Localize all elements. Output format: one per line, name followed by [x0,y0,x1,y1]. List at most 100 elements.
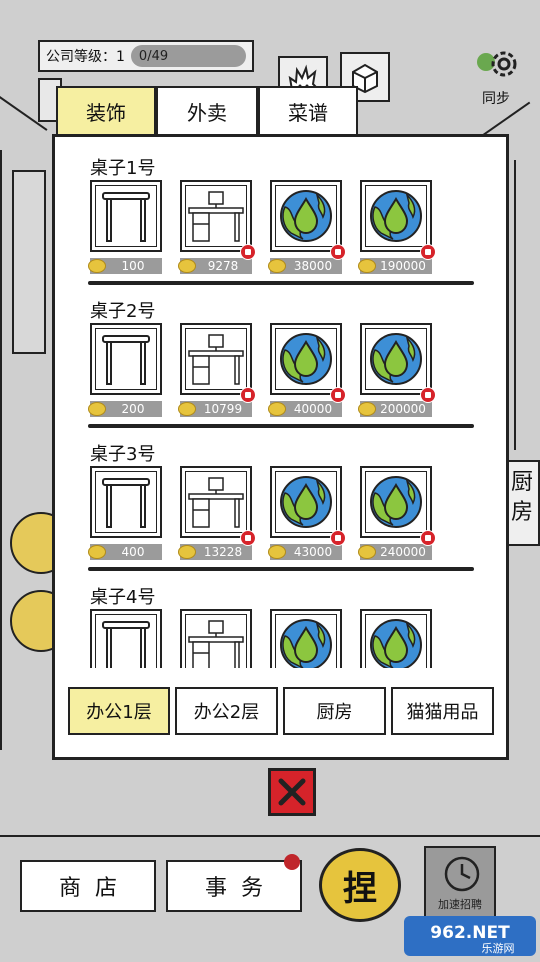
shop-item-card[interactable] [270,180,342,252]
item-list[interactable]: 桌子1号 100 9278 38000 190000 桌子2号 200 10799 40000 2… [66,138,482,668]
close-icon [278,778,306,806]
tab-recipes[interactable]: 菜谱 [258,86,358,136]
lock-icon [240,530,256,546]
item-price: 10799 [180,401,252,417]
shop-item-card[interactable] [90,180,162,252]
item-price: 200000 [360,401,432,417]
item-price: 190000 [360,258,432,274]
shop-item-card[interactable] [180,323,252,395]
coin-icon [268,402,286,416]
svg-text:乐游网: 乐游网 [482,942,515,955]
lock-icon [240,387,256,403]
tab-decoration[interactable]: 装饰 [56,86,156,136]
speed-recruit-label: 加速招聘 [438,898,482,911]
item-price: 400 [90,544,162,560]
shop-item-card[interactable] [180,609,252,668]
close-button[interactable] [268,768,316,816]
lock-icon [420,244,436,260]
globe-droplet-icon [365,471,427,533]
notification-dot [284,854,300,870]
row-title: 桌子3号 [90,444,156,465]
shop-item-card[interactable] [180,180,252,252]
coin-icon [178,259,196,273]
coin-icon [358,545,376,559]
globe-droplet-icon [275,328,337,390]
row-divider [88,567,474,571]
coin-icon [88,545,106,559]
shop-item-card[interactable] [270,609,342,668]
settings-sync-button[interactable]: 同步 [466,48,526,108]
row-divider [88,281,474,285]
shop-item-card[interactable] [180,466,252,538]
floor-tab-kitchen[interactable]: 厨房 [283,687,386,735]
item-price: 240000 [360,544,432,560]
globe-droplet-icon [365,614,427,668]
scene-line [0,150,2,750]
shop-item-card[interactable] [360,323,432,395]
coin-icon [268,545,286,559]
lock-icon [330,387,346,403]
kitchen-sign: 厨房 [504,460,540,546]
item-price: 9278 [180,258,252,274]
shop-item-card[interactable] [270,466,342,538]
lock-icon [330,530,346,546]
affairs-button[interactable]: 事务 [166,860,302,912]
floor-tab-cat-supplies[interactable]: 猫猫用品 [391,687,494,735]
coin-icon [358,259,376,273]
coin-icon [358,402,376,416]
computer-desk-icon [185,614,247,668]
item-price: 38000 [270,258,342,274]
lock-icon [330,244,346,260]
row-title: 桌子4号 [90,587,156,608]
coin-icon [88,259,106,273]
item-price: 100 [90,258,162,274]
shop-item-card[interactable] [90,466,162,538]
company-level-bar: 公司等级：1 0/49 [38,40,254,72]
shop-item-card[interactable] [360,466,432,538]
row-title: 桌子2号 [90,301,156,322]
sync-label: 同步 [482,91,510,107]
company-level-label: 公司等级：1 [46,49,125,65]
globe-droplet-icon [275,614,337,668]
floor-tab-office-1[interactable]: 办公1层 [68,687,170,735]
catch-button[interactable]: 捏 [319,848,401,922]
computer-desk-icon [185,185,247,247]
plain-table-icon [95,471,157,533]
shop-item-card[interactable] [360,180,432,252]
lock-icon [420,387,436,403]
tab-takeout[interactable]: 外卖 [156,86,258,136]
globe-droplet-icon [275,185,337,247]
item-price: 40000 [270,401,342,417]
shop-item-card[interactable] [360,609,432,668]
item-price: 200 [90,401,162,417]
scene-line [0,835,540,837]
coin-icon [178,402,196,416]
level-progress: 0/49 [130,45,246,67]
coin-icon [88,402,106,416]
speed-recruit-button[interactable]: 加速招聘 [424,846,496,918]
shop-button[interactable]: 商店 [20,860,156,912]
floor-tab-office-2[interactable]: 办公2层 [175,687,278,735]
row-title: 桌子1号 [90,158,156,179]
shop-item-card[interactable] [90,323,162,395]
gear-icon [477,51,517,77]
computer-desk-icon [185,328,247,390]
lock-icon [420,530,436,546]
window-frame [12,170,46,354]
globe-droplet-icon [275,471,337,533]
shop-item-card[interactable] [90,609,162,668]
globe-droplet-icon [365,328,427,390]
shop-item-card[interactable] [270,323,342,395]
globe-droplet-icon [365,185,427,247]
lock-icon [240,244,256,260]
storage-box-button[interactable] [340,52,390,102]
clock-icon [444,856,480,892]
item-price: 43000 [270,544,342,560]
coin-icon [268,259,286,273]
svg-text:962.NET: 962.NET [430,923,510,943]
scene-line [514,160,516,450]
computer-desk-icon [185,471,247,533]
plain-table-icon [95,614,157,668]
row-divider [88,424,474,428]
